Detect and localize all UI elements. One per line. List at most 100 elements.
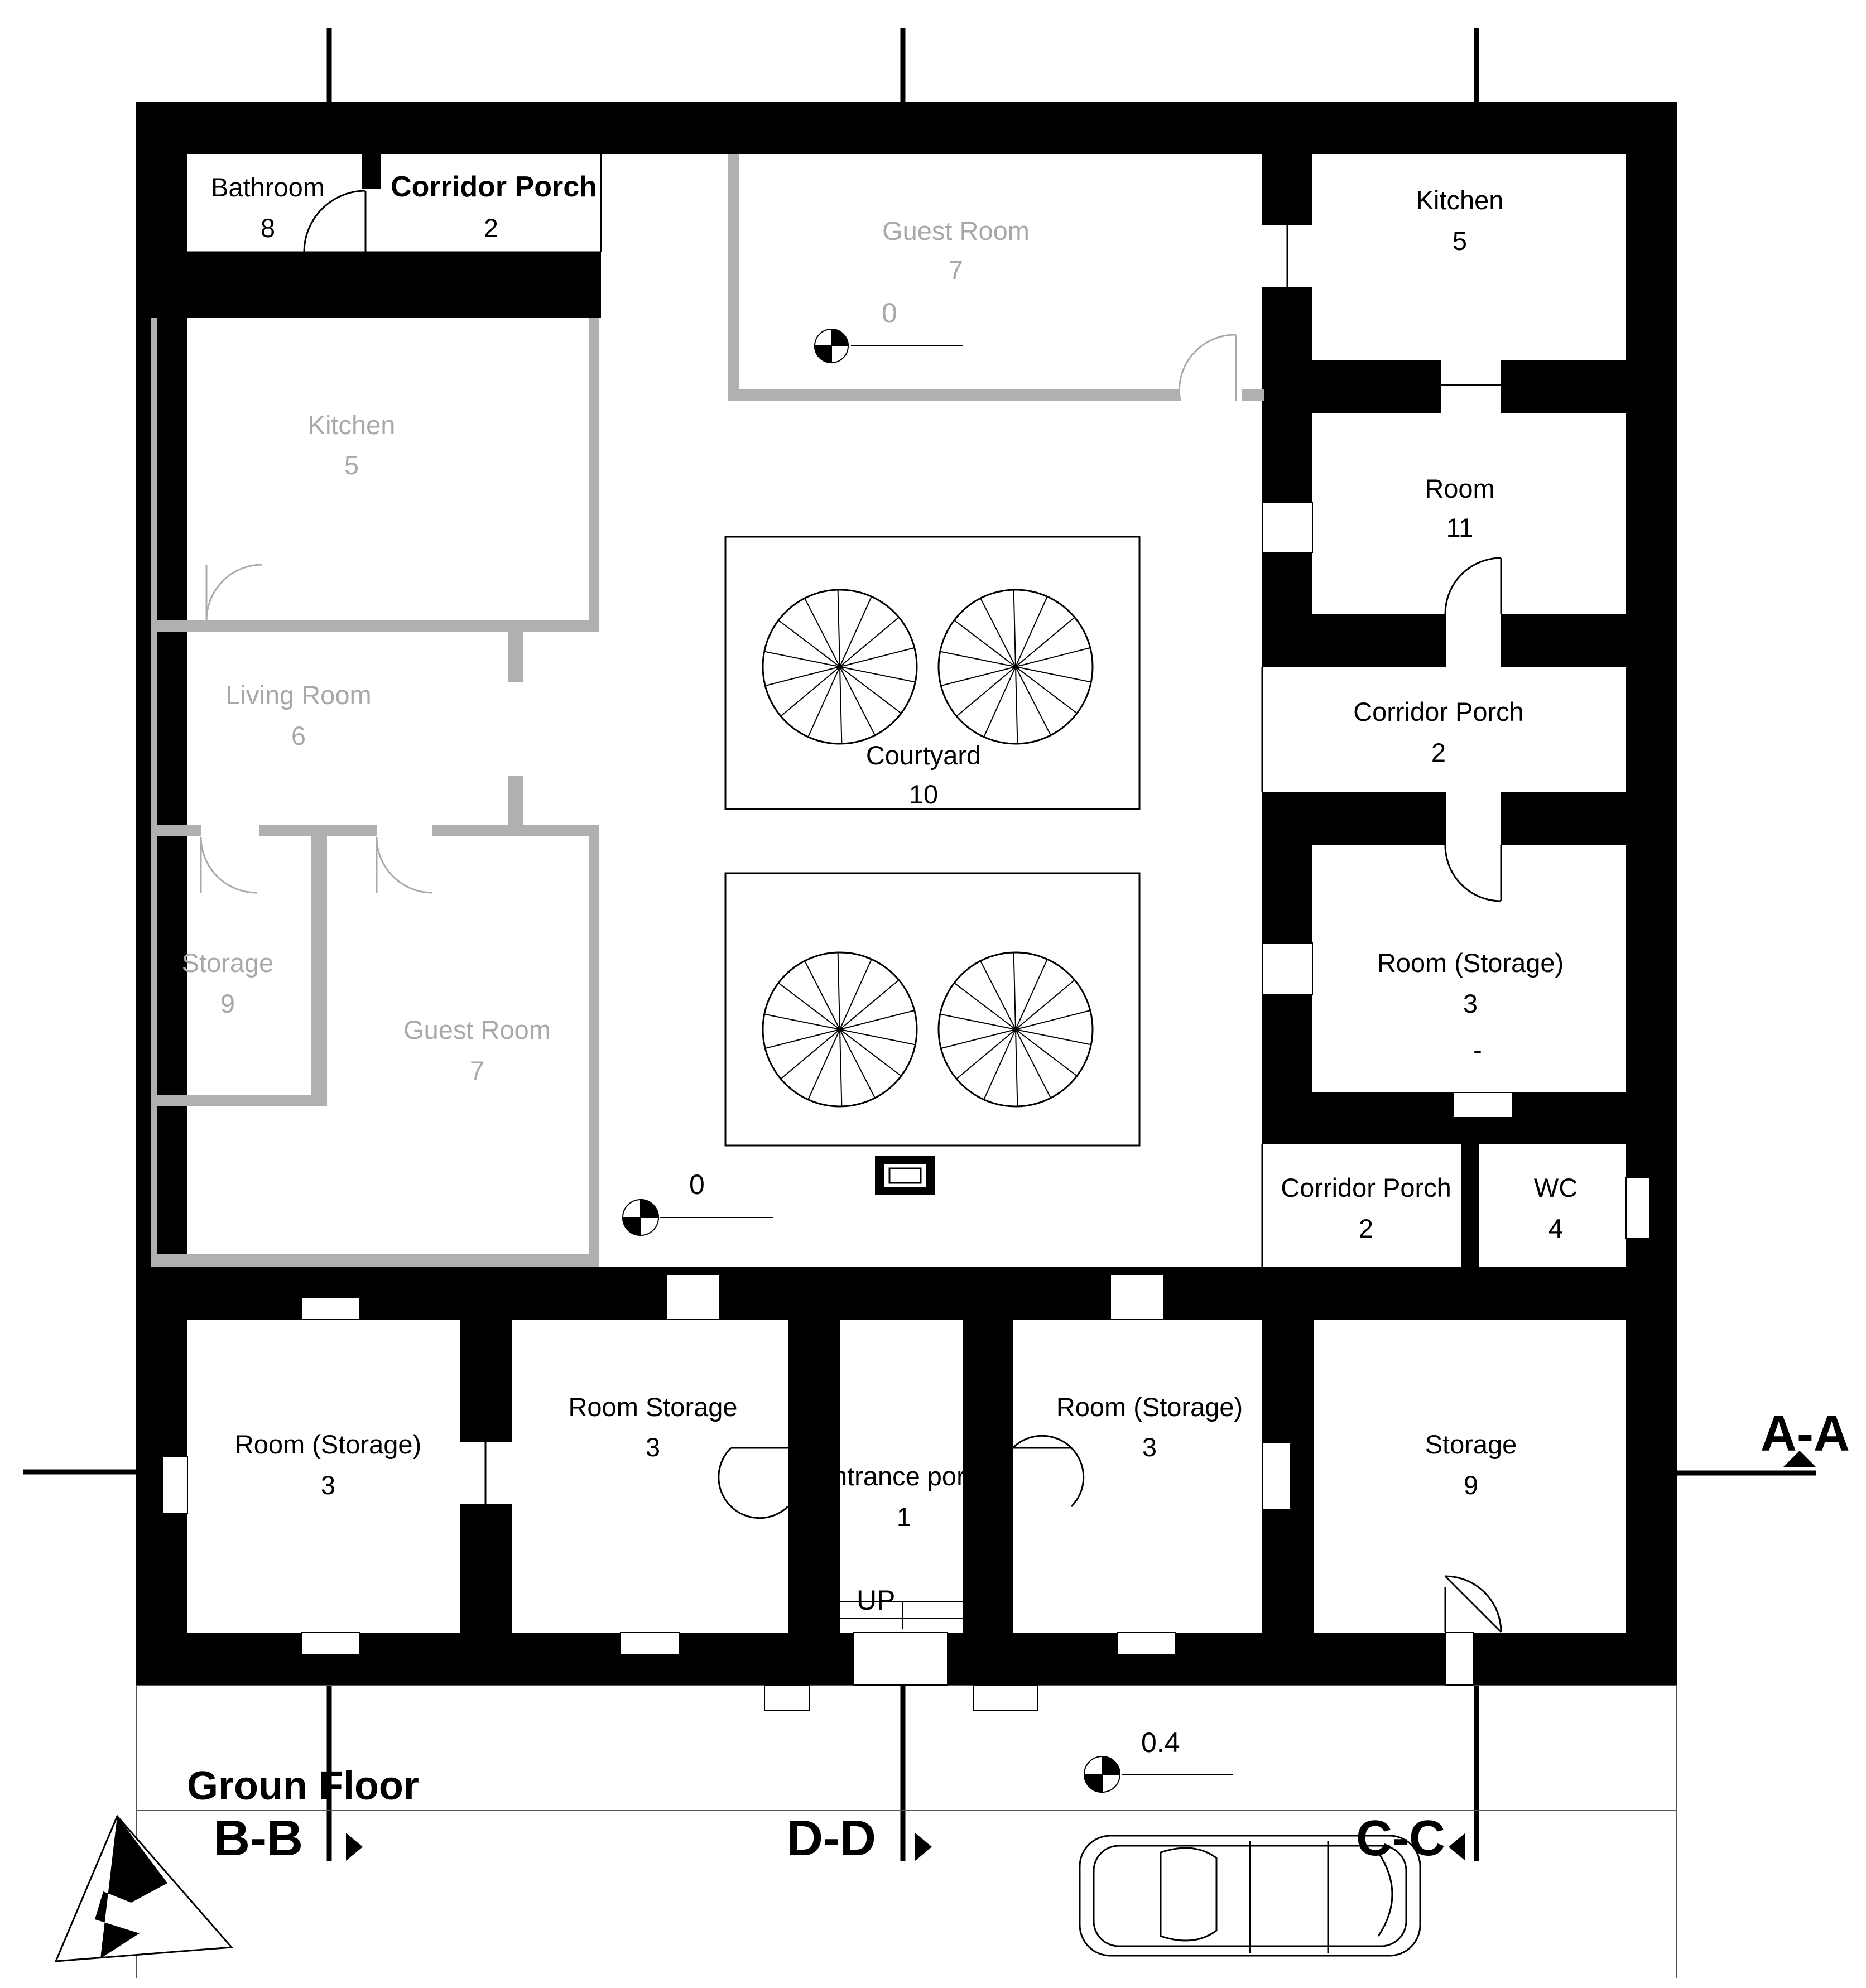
section-label-c: C-C [1356, 1811, 1445, 1866]
grey-walls [151, 154, 1264, 1267]
room-number: 3 [646, 1432, 660, 1462]
canopy-spoke [954, 982, 1016, 1030]
canopy-spoke [839, 617, 900, 667]
car-icon [1079, 1835, 1421, 1957]
canopy-spoke [1015, 1029, 1091, 1046]
room-number: 5 [344, 450, 359, 480]
room-number: 9 [1464, 1470, 1478, 1500]
canopy-spoke [1015, 1029, 1051, 1099]
canopy-spoke [940, 651, 1016, 667]
canopy-spoke [940, 666, 1016, 686]
entrance-stair [840, 1601, 963, 1629]
room-name: Living Room [225, 680, 371, 710]
canopy-spoke [1015, 1029, 1078, 1077]
room-name: Kitchen [308, 410, 396, 440]
level-value: 0 [882, 297, 897, 329]
drawing-title: Groun Floor [187, 1764, 419, 1808]
level-marker-icon [622, 1198, 773, 1236]
canopy-spoke [1013, 589, 1016, 667]
canopy-spoke [1015, 666, 1078, 714]
canopy-spoke [1015, 596, 1048, 667]
canopy-spoke [764, 666, 840, 686]
canopy-spoke [940, 1013, 1016, 1030]
canopy-spoke [839, 1010, 915, 1030]
room-name: Corridor Porch [1281, 1173, 1451, 1202]
canopy-spoke [764, 1013, 840, 1030]
room-name: Guest Room [882, 216, 1030, 246]
canopy-spoke [839, 979, 900, 1030]
section-label-a: A-A [1761, 1406, 1850, 1462]
canopy-spoke [837, 952, 840, 1030]
room-number: 7 [949, 255, 963, 285]
room-note: - [1473, 1035, 1482, 1065]
room-name: Corridor Porch [391, 171, 597, 203]
room-name: Storage [1425, 1429, 1517, 1459]
canopy-spoke [839, 1029, 876, 1099]
room-labels: Bathroom 8 Corridor Porch 2 Guest Room 7… [182, 171, 1578, 1532]
canopy-spoke [780, 1029, 840, 1080]
canopy-spoke [839, 1029, 843, 1107]
section-label-b: B-B [214, 1811, 303, 1866]
room-name: Room (Storage) [1377, 948, 1564, 978]
room-number: 2 [484, 213, 498, 243]
room-number: 3 [321, 1470, 335, 1500]
room-name: WC [1534, 1173, 1578, 1202]
stair-label: UP [857, 1585, 895, 1616]
canopy-spoke [839, 666, 843, 744]
canopy-spoke [807, 666, 840, 738]
thin-lines [187, 154, 1501, 1504]
canopy-spoke [839, 1029, 916, 1046]
canopy-spoke [1015, 617, 1075, 667]
room-number: 6 [291, 721, 306, 750]
tree-canopy-spokes [764, 589, 1091, 1107]
canopy-spoke [839, 666, 902, 714]
canopy-spoke [980, 960, 1016, 1030]
canopy-spoke [1015, 666, 1091, 683]
room-number: 10 [909, 779, 938, 809]
canopy-spoke [764, 1029, 840, 1049]
wall-openings [162, 502, 1650, 1711]
level-value: 0 [689, 1169, 705, 1200]
canopy-spoke [1015, 666, 1018, 744]
room-name: Room (Storage) [1056, 1392, 1243, 1422]
section-arrows [346, 1451, 1816, 1861]
canopy-spoke [764, 651, 840, 667]
canopy-spoke [980, 598, 1016, 667]
room-number: 3 [1142, 1432, 1157, 1462]
room-name: Storage [182, 948, 274, 978]
level-marker-icon [1083, 1755, 1233, 1793]
canopy-spoke [778, 619, 840, 667]
canopy-spoke [1013, 952, 1016, 1030]
canopy-spoke [839, 1029, 902, 1077]
canopy-spoke [839, 959, 872, 1030]
room-number: 9 [220, 989, 235, 1018]
canopy-spoke [778, 982, 840, 1030]
canopy-spoke [804, 960, 840, 1030]
canopy-spoke [983, 666, 1016, 738]
site-lines [136, 1684, 1677, 1978]
canopy-spoke [956, 1029, 1016, 1080]
canopy-spoke [839, 596, 872, 667]
room-number: 1 [897, 1502, 911, 1532]
canopy-spoke [807, 1029, 840, 1100]
room-number: 11 [1446, 513, 1474, 542]
room-number: 4 [1548, 1214, 1563, 1243]
canopy-spoke [804, 598, 840, 667]
canopy-spoke [956, 666, 1016, 717]
canopy-spoke [837, 589, 840, 667]
room-number: 8 [261, 213, 275, 243]
north-arrow-icon [54, 1814, 234, 1962]
canopy-spoke [839, 647, 915, 667]
room-name: Kitchen [1416, 185, 1504, 215]
canopy-spoke [839, 666, 916, 683]
room-name: Corridor Porch [1353, 697, 1524, 726]
room-name: Room [1425, 474, 1494, 503]
room-name: Bathroom [211, 172, 325, 202]
grey-door-swings [200, 334, 1237, 894]
canopy-spoke [1015, 666, 1051, 736]
room-name: Entrance porch [815, 1461, 993, 1491]
courtyard-planters [724, 536, 1141, 1147]
canopy-spoke [1015, 959, 1048, 1030]
canopy-spoke [1015, 647, 1091, 667]
canopy-spoke [780, 666, 840, 717]
